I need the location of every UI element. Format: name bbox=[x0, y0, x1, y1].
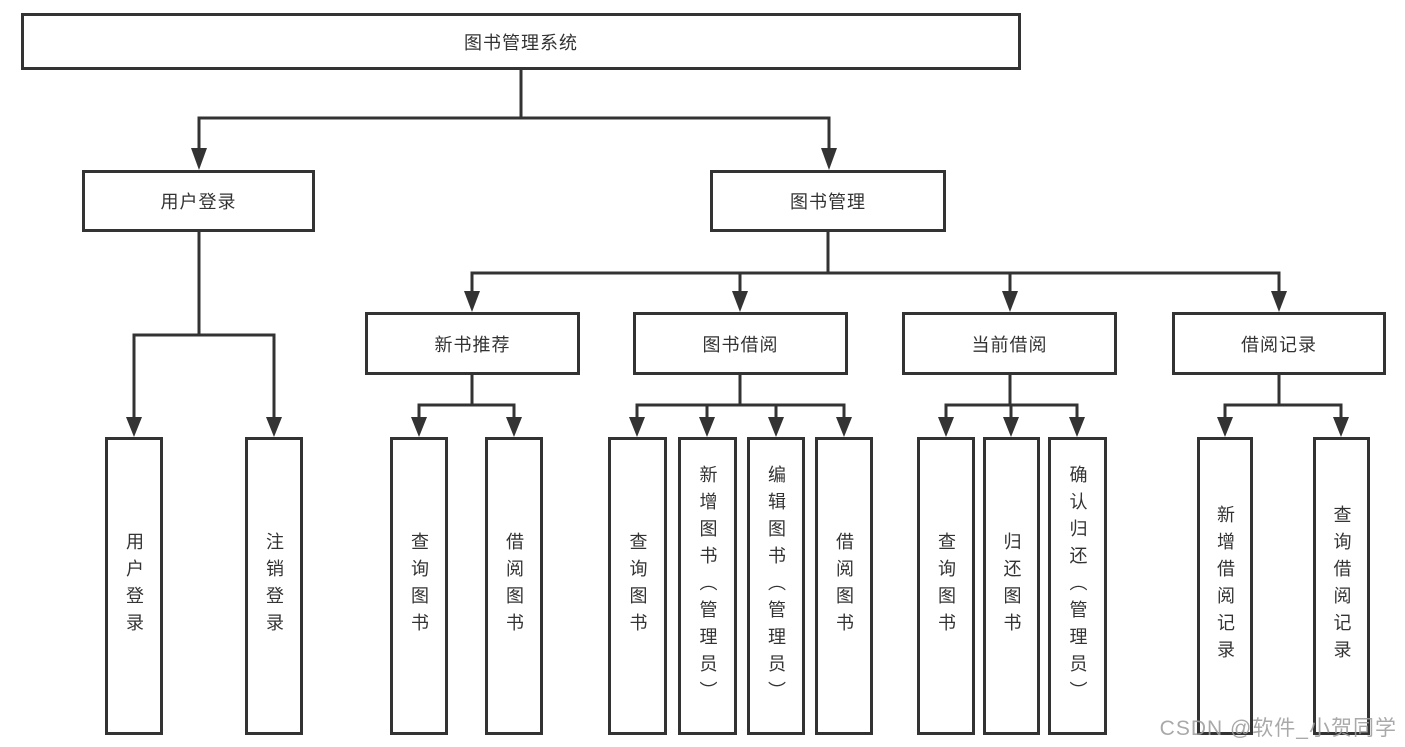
leaf-records-add-borrow-record: 新增借阅记录 bbox=[1197, 437, 1253, 735]
leaf-logout: 注销登录 bbox=[245, 437, 303, 735]
leaf-current-return-books: 归还图书 bbox=[983, 437, 1040, 735]
node-user-login: 用户登录 bbox=[82, 170, 315, 232]
node-book-management: 图书管理 bbox=[710, 170, 946, 232]
csdn-watermark: CSDN @软件_小贺同学 bbox=[1159, 717, 1397, 740]
leaf-user-login: 用户登录 bbox=[105, 437, 163, 735]
node-current-borrowing: 当前借阅 bbox=[902, 312, 1117, 375]
node-new-book-recommendation: 新书推荐 bbox=[365, 312, 580, 375]
node-borrowing-records: 借阅记录 bbox=[1172, 312, 1386, 375]
node-library-management-system: 图书管理系统 bbox=[21, 13, 1021, 70]
leaf-borrowing-borrow-books: 借阅图书 bbox=[815, 437, 873, 735]
leaf-recommend-query-books: 查询图书 bbox=[390, 437, 448, 735]
leaf-borrowing-edit-books-admin: 编辑图书（管理员） bbox=[747, 437, 805, 735]
leaf-current-query-books: 查询图书 bbox=[917, 437, 975, 735]
leaf-recommend-borrow-books: 借阅图书 bbox=[485, 437, 543, 735]
node-book-borrowing: 图书借阅 bbox=[633, 312, 848, 375]
leaf-borrowing-query-books: 查询图书 bbox=[608, 437, 667, 735]
leaf-borrowing-add-books-admin: 新增图书（管理员） bbox=[678, 437, 737, 735]
leaf-current-confirm-return-admin: 确认归还（管理员） bbox=[1048, 437, 1107, 735]
leaf-records-query-borrow-record: 查询借阅记录 bbox=[1313, 437, 1370, 735]
